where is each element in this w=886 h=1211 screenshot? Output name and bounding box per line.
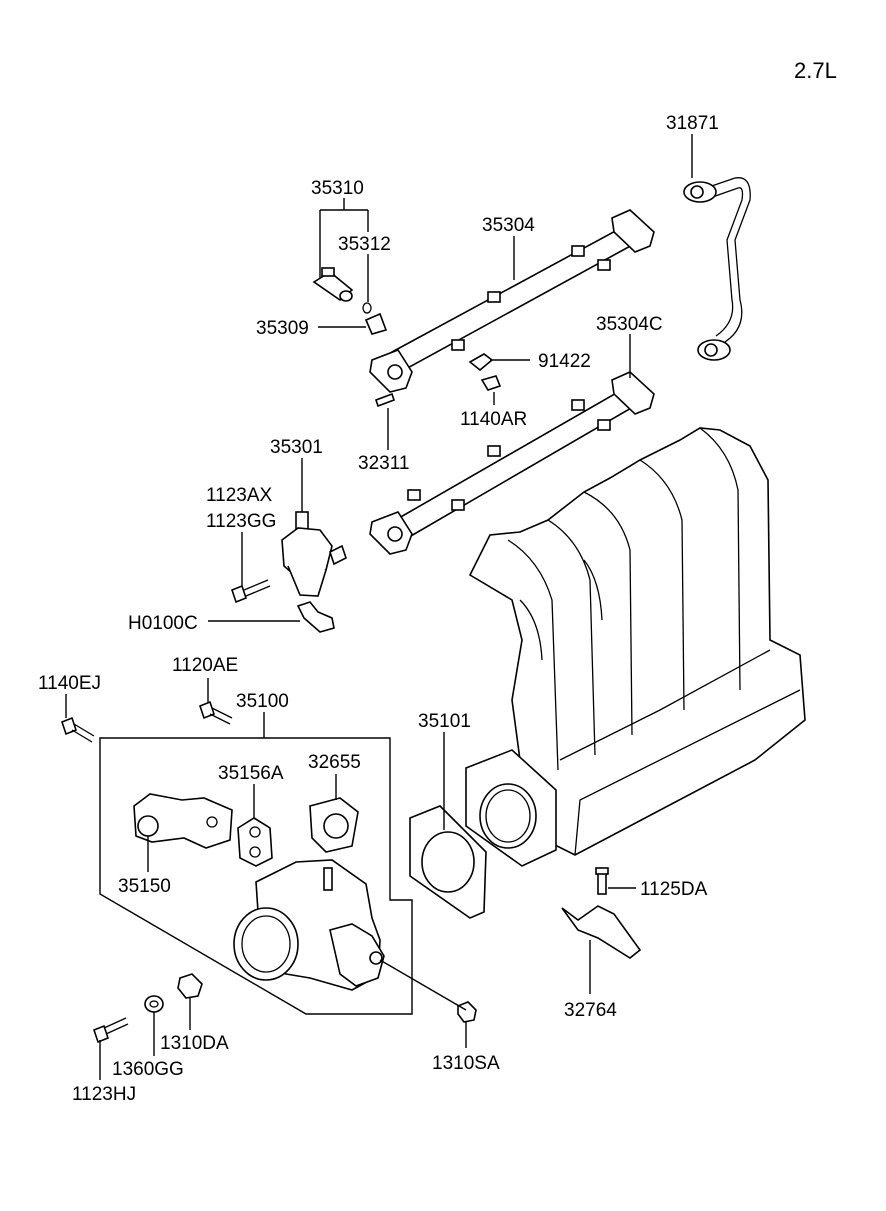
intake-manifold — [465, 427, 806, 867]
pin-32311 — [374, 392, 396, 408]
engine-label: 2.7L — [794, 58, 837, 83]
label-1310DA: 1310DA — [160, 1033, 229, 1054]
bolt-1140EJ — [61, 716, 95, 743]
label-1360GG: 1360GG — [112, 1059, 184, 1080]
label-1123AX: 1123AX — [206, 485, 273, 506]
nut-1310DA — [177, 973, 203, 999]
label-35312: 35312 — [338, 234, 391, 255]
label-1123HJ: 1123HJ — [72, 1084, 136, 1105]
leader-lines — [65, 134, 693, 1080]
fuel-rail-35304 — [369, 209, 655, 393]
tps-32655 — [309, 797, 359, 853]
label-32764: 32764 — [564, 1000, 617, 1021]
hose-H0100C — [296, 601, 335, 633]
part-labels: 31871 35310 35312 35304 35309 35304C 914… — [38, 113, 719, 1105]
label-35101: 35101 — [418, 711, 471, 732]
gasket-35156A — [237, 817, 273, 867]
label-35301: 35301 — [270, 437, 323, 458]
label-32655: 32655 — [308, 752, 361, 773]
label-1140EJ: 1140EJ — [38, 673, 101, 694]
pressure-regulator-35301 — [281, 511, 347, 597]
label-1140AR: 1140AR — [460, 409, 527, 430]
bolt-1120AE — [199, 700, 233, 725]
throttle-body — [233, 859, 385, 991]
bracket-91422 — [468, 353, 502, 391]
label-1123GG: 1123GG — [206, 511, 276, 532]
label-H0100C: H0100C — [128, 613, 198, 634]
label-1310SA: 1310SA — [432, 1053, 500, 1074]
fuel-rail-35304C — [369, 371, 655, 555]
bolt-1123HJ — [93, 1017, 129, 1044]
label-1125DA: 1125DA — [640, 879, 708, 900]
label-91422: 91422 — [538, 351, 591, 372]
label-32311: 32311 — [358, 453, 409, 474]
label-35156A: 35156A — [218, 763, 284, 784]
label-31871: 31871 — [666, 113, 719, 134]
label-35304: 35304 — [482, 215, 535, 236]
washer-1360GG — [144, 995, 164, 1013]
label-35310: 35310 — [311, 178, 364, 199]
label-35309: 35309 — [256, 318, 309, 339]
label-35150: 35150 — [118, 876, 171, 897]
label-1120AE: 1120AE — [172, 655, 238, 676]
throttle-body-assembly-outline — [99, 737, 413, 1015]
injector-35310 — [312, 267, 388, 335]
label-35304C: 35304C — [596, 314, 663, 335]
bracket-32764 — [561, 905, 642, 959]
gasket-35101 — [409, 805, 487, 919]
bolt-1123AX — [231, 579, 271, 604]
nut-1310SA — [457, 1001, 477, 1023]
label-35100: 35100 — [236, 691, 289, 712]
bolt-1125DA — [595, 867, 609, 895]
fuel-pipe-31871 — [683, 177, 751, 361]
